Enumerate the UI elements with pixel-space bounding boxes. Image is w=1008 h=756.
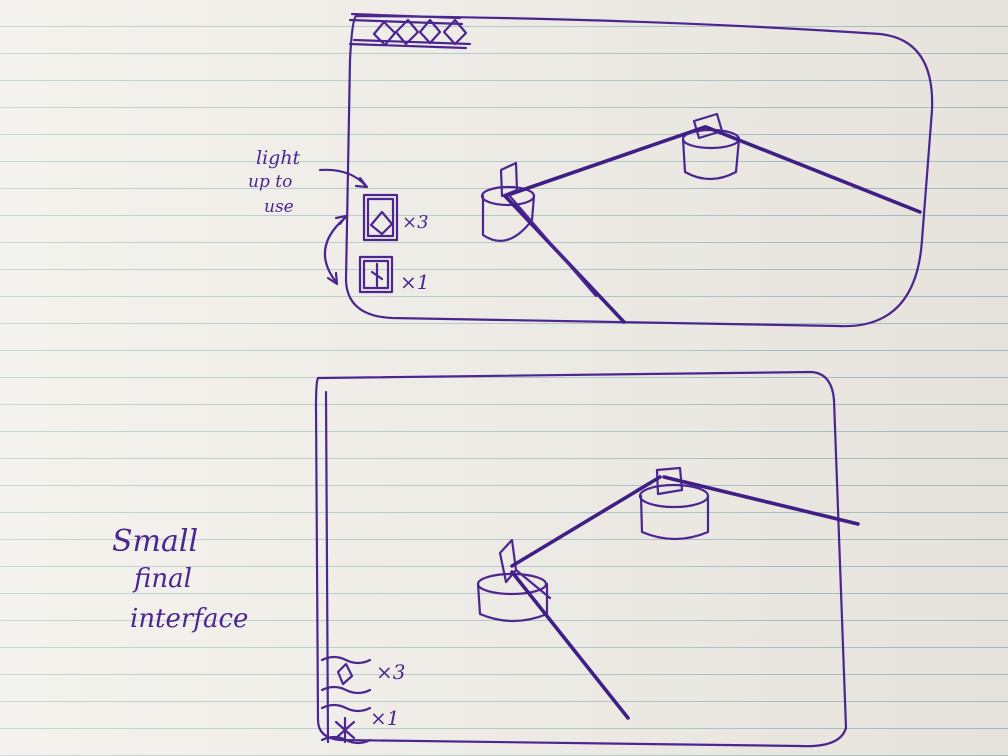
bottom-mirror-slot[interactable] bbox=[320, 655, 372, 695]
annotation-line-1: light bbox=[256, 147, 301, 169]
caption-line-1: Small bbox=[112, 524, 199, 559]
top-splitter-slot[interactable] bbox=[358, 255, 394, 294]
diamond-icon bbox=[394, 18, 420, 46]
annotation-line-2: up to bbox=[248, 172, 293, 192]
bottom-frame bbox=[314, 370, 848, 748]
bottom-splitter-count: ×1 bbox=[370, 706, 400, 730]
top-left-emitter bbox=[480, 161, 536, 242]
bottom-interface-sketch bbox=[314, 370, 860, 748]
top-splitter-count: ×1 bbox=[400, 270, 430, 294]
top-mirror-count: ×3 bbox=[402, 212, 429, 233]
caption-line-3: interface bbox=[130, 604, 249, 634]
diamond-icon bbox=[372, 20, 397, 47]
splitter-icon bbox=[334, 716, 356, 744]
laser-beam bbox=[510, 475, 662, 568]
annotation-line-3: use bbox=[264, 197, 294, 217]
laser-beam bbox=[510, 570, 630, 720]
bottom-mirror-count: ×3 bbox=[376, 660, 406, 684]
bottom-right-emitter bbox=[638, 466, 710, 541]
top-inventory-bar bbox=[348, 12, 472, 50]
splitter-icon bbox=[370, 262, 384, 288]
laser-beam bbox=[662, 475, 860, 526]
mirror-icon bbox=[369, 210, 394, 236]
mirror-icon bbox=[336, 662, 354, 686]
bottom-splitter-slot[interactable] bbox=[320, 703, 372, 745]
top-frame bbox=[344, 14, 934, 328]
annotation-arrow bbox=[323, 216, 347, 284]
diamond-icon bbox=[442, 18, 468, 46]
laser-beam bbox=[503, 125, 707, 198]
caption-line-2: final bbox=[134, 564, 192, 594]
top-mirror-slot[interactable] bbox=[362, 193, 399, 242]
top-right-emitter bbox=[681, 112, 741, 181]
diamond-icon bbox=[418, 18, 442, 45]
top-interface-sketch bbox=[318, 12, 934, 328]
laser-beam bbox=[704, 125, 922, 214]
